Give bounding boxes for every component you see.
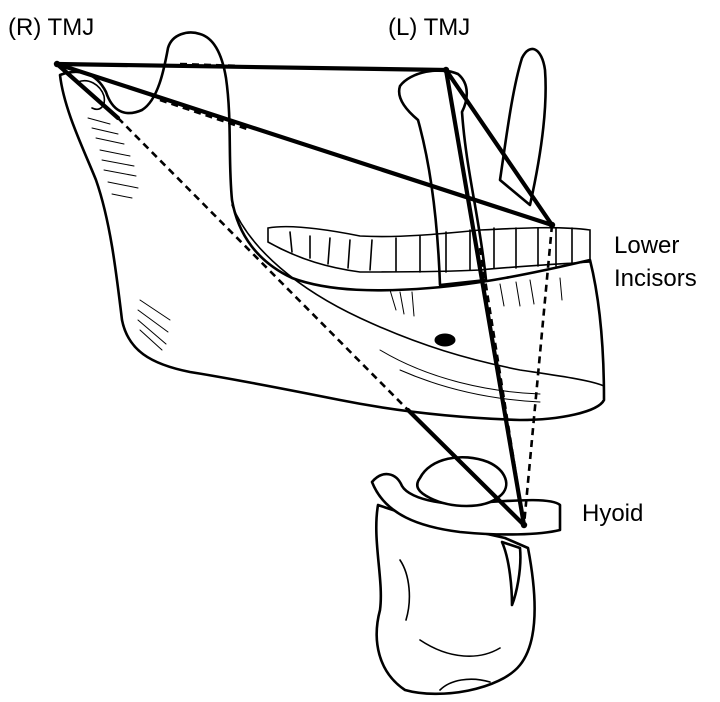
hyoid-point [521,522,527,528]
left-tmj-point [443,67,449,73]
line-rtmj-ltmj [57,64,446,70]
hyoid-label: Hyoid [582,500,643,529]
mental-foramen [435,334,455,346]
lower-teeth-row [268,227,590,272]
right-tmj-point [54,61,60,67]
lower-incisors-point [549,222,555,228]
lower-incisors-label-line2: Incisors [614,265,697,294]
lower-incisors-label-line1: Lower [614,232,679,261]
right-tmj-label: (R) TMJ [8,14,94,43]
left-tmj-label: (L) TMJ [388,14,470,43]
